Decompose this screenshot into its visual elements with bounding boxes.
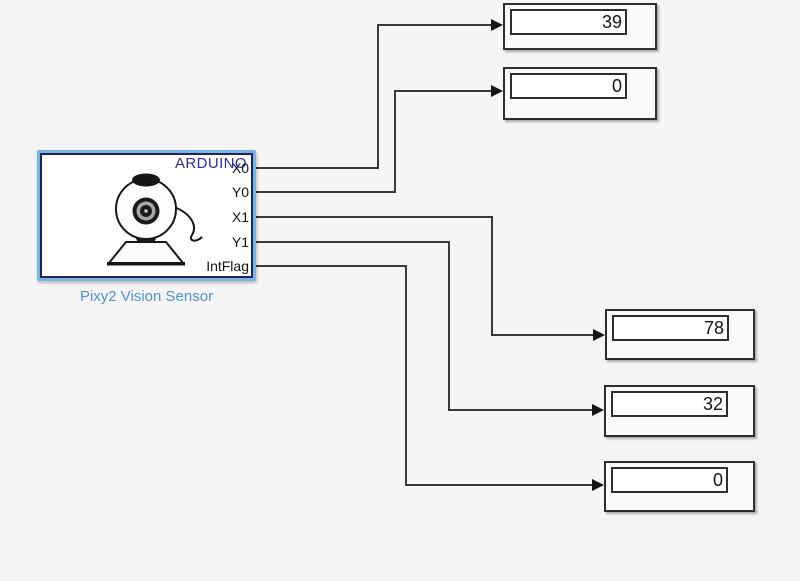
wire-intflag[interactable] bbox=[256, 265, 593, 486]
display-value-intflag: 0 bbox=[611, 467, 728, 493]
port-label-x1: X1 bbox=[231, 209, 249, 225]
wire-x0[interactable] bbox=[256, 24, 492, 169]
display-value-y1: 32 bbox=[611, 391, 728, 417]
sensor-block-body: ARDUINO X0 Y0 X1 Y1 IntFlag bbox=[40, 153, 253, 278]
arrowhead-x0 bbox=[491, 19, 503, 31]
display-block-y1[interactable]: 32 bbox=[604, 385, 755, 437]
arrowhead-x1 bbox=[593, 329, 605, 341]
pixy2-vision-sensor-block[interactable]: ARDUINO X0 Y0 X1 Y1 IntFlag bbox=[37, 150, 256, 281]
arrowhead-intflag bbox=[592, 479, 604, 491]
display-block-x0[interactable]: 39 bbox=[503, 3, 657, 50]
display-value-x0: 39 bbox=[510, 9, 627, 35]
arduino-label: ARDUINO bbox=[175, 155, 247, 172]
arrowhead-y1 bbox=[592, 404, 604, 416]
webcam-icon bbox=[106, 173, 203, 266]
display-value-y0: 0 bbox=[510, 73, 627, 99]
display-block-x1[interactable]: 78 bbox=[605, 309, 755, 360]
port-label-intflag: IntFlag bbox=[206, 258, 249, 274]
block-caption: Pixy2 Vision Sensor bbox=[79, 288, 214, 305]
wire-y1[interactable] bbox=[256, 241, 593, 411]
port-label-y1: Y1 bbox=[231, 234, 249, 250]
display-block-y0[interactable]: 0 bbox=[503, 67, 657, 120]
display-value-x1: 78 bbox=[612, 315, 729, 341]
wire-x1[interactable] bbox=[256, 216, 594, 336]
arrowhead-y0 bbox=[491, 85, 503, 97]
display-block-intflag[interactable]: 0 bbox=[604, 461, 755, 512]
port-label-x0: X0 bbox=[231, 160, 249, 176]
wire-y0[interactable] bbox=[256, 90, 492, 193]
port-label-y0: Y0 bbox=[231, 184, 249, 200]
